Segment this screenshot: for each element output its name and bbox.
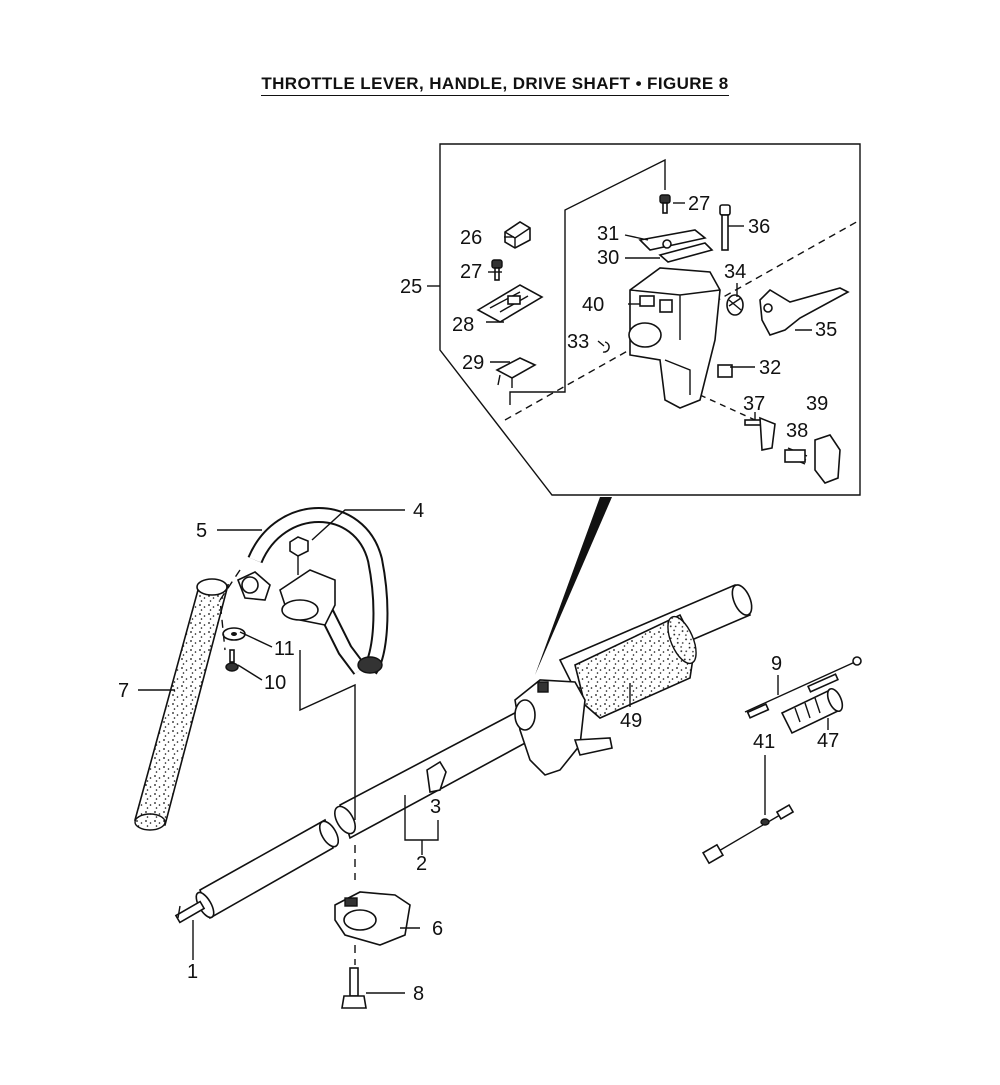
callout-28: 28	[452, 314, 474, 336]
callout-9: 9	[771, 653, 782, 675]
callout-1: 1	[187, 961, 198, 983]
part-34-spring	[726, 294, 744, 316]
part-4-nut	[289, 536, 309, 557]
callout-40: 40	[582, 294, 604, 316]
part-1-inner-shaft	[174, 900, 206, 924]
part-10-screw	[225, 649, 239, 672]
callout-25: 25	[400, 276, 422, 298]
part-38-spring	[784, 447, 808, 465]
part-3-clamp-ring	[426, 760, 447, 793]
figure-title: THROTTLE LEVER, HANDLE, DRIVE SHAFT • FI…	[0, 74, 990, 96]
leader-lines	[138, 202, 829, 994]
part-32-nut	[717, 364, 733, 378]
part-26-button	[504, 221, 531, 249]
callout-5: 5	[196, 520, 207, 542]
part-8-bolt	[341, 967, 367, 1009]
callout-7: 7	[118, 680, 129, 702]
callout-32: 32	[759, 357, 781, 379]
callout-31: 31	[597, 223, 619, 245]
callout-38: 38	[786, 420, 808, 442]
part-35-throttle-trigger	[759, 287, 850, 336]
callout-34: 34	[724, 261, 746, 283]
main-assembly-lines	[219, 555, 356, 965]
inset-assembly-lines	[504, 158, 861, 421]
part-36-bolt	[719, 204, 731, 251]
callout-3: 3	[430, 796, 441, 818]
part-33-clip	[602, 341, 610, 353]
inset-detail-box	[427, 143, 861, 496]
callout-37: 37	[743, 393, 765, 415]
part-37-pin	[744, 416, 776, 451]
figure-title-text: THROTTLE LEVER, HANDLE, DRIVE SHAFT • FI…	[261, 74, 729, 96]
part-27-screw-top	[659, 194, 671, 214]
callout-27-left: 27	[460, 261, 482, 283]
callout-39: 39	[806, 393, 828, 415]
loop-handle-clamp	[236, 569, 336, 626]
callout-29: 29	[462, 352, 484, 374]
handle-throttle-housing	[514, 679, 613, 776]
callout-labels: 1 2 3 4 5 6 7 8 9 10 11 25 26 27 27 28 2…	[118, 193, 839, 1005]
part-9-throttle-cable	[744, 656, 862, 719]
part-41-wire	[701, 803, 795, 865]
callout-49: 49	[620, 710, 642, 732]
callout-11: 11	[274, 638, 295, 660]
callout-36: 36	[748, 216, 770, 238]
callout-30: 30	[597, 247, 619, 269]
callout-10: 10	[264, 672, 286, 694]
part-47-cable-sleeve	[780, 687, 844, 735]
part-29-spring-clip	[495, 357, 537, 388]
callout-4: 4	[413, 500, 424, 522]
part-27-screw-left	[491, 259, 503, 281]
callout-2: 2	[416, 853, 427, 875]
part-39-stop-button	[814, 434, 841, 484]
callout-27-top: 27	[688, 193, 710, 215]
callout-6: 6	[432, 918, 443, 940]
callout-33: 33	[567, 331, 589, 353]
part-11-washer	[222, 627, 246, 641]
part-7-handle-grip-tube	[133, 578, 230, 831]
callout-35: 35	[815, 319, 837, 341]
part-40-housing	[628, 267, 721, 409]
part-2-drive-shaft-tube	[195, 703, 541, 920]
callout-26: 26	[460, 227, 482, 249]
callout-8: 8	[413, 983, 424, 1005]
callout-41: 41	[753, 731, 775, 753]
part-28-plate	[476, 284, 544, 323]
callout-47: 47	[817, 730, 839, 752]
part-30-31-plates	[638, 229, 714, 263]
inset-pointer-arrow	[535, 497, 612, 675]
part-6-lower-clamp	[334, 891, 411, 946]
